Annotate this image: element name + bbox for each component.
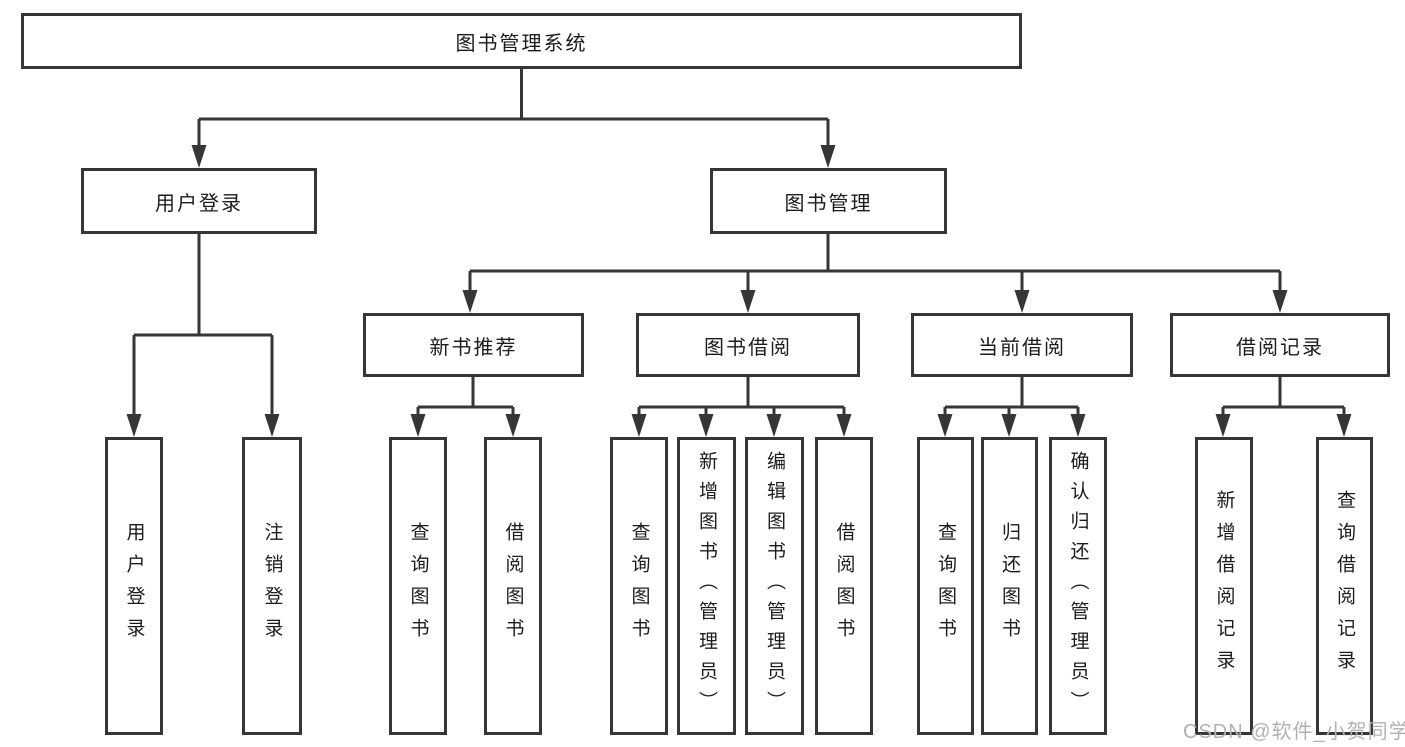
node-bb-borrow-books-label: 借阅图书 (833, 522, 855, 650)
node-cb-return-books: 归还图书 (981, 437, 1038, 735)
node-cb-query-books-label: 查询图书 (935, 522, 956, 650)
node-br-query-record-label: 查询借阅记录 (1334, 490, 1355, 682)
node-new-book-recommend-label: 新书推荐 (429, 336, 518, 359)
node-bb-borrow-books: 借阅图书 (815, 437, 873, 735)
node-bb-add-books-label: 新增图书（管理员） (696, 451, 717, 721)
node-borrow-records: 借阅记录 (1170, 313, 1390, 377)
node-nb-query-books-label: 查询图书 (407, 522, 429, 650)
node-root: 图书管理系统 (21, 13, 1022, 69)
node-new-book-recommend: 新书推荐 (363, 313, 584, 377)
node-bb-add-books: 新增图书（管理员） (677, 437, 736, 735)
node-br-add-record-label: 新增借阅记录 (1213, 490, 1235, 682)
node-bb-query-books-label: 查询图书 (628, 522, 650, 650)
node-cb-confirm-return: 确认归还（管理员） (1049, 437, 1107, 735)
node-current-borrow-label: 当前借阅 (978, 336, 1066, 359)
node-cb-query-books: 查询图书 (917, 437, 974, 735)
node-nb-borrow-books: 借阅图书 (484, 437, 542, 735)
node-br-add-record: 新增借阅记录 (1195, 437, 1253, 735)
node-book-borrow-label: 图书借阅 (704, 336, 792, 359)
node-user-login-label: 用户登录 (155, 192, 243, 215)
node-current-borrow: 当前借阅 (911, 313, 1133, 377)
node-cb-confirm-return-label: 确认归还（管理员） (1067, 451, 1089, 721)
node-bb-edit-books: 编辑图书（管理员） (745, 437, 804, 735)
node-nb-borrow-books-label: 借阅图书 (502, 522, 524, 650)
node-bb-edit-books-label: 编辑图书（管理员） (764, 451, 785, 721)
node-logout-leaf: 注销登录 (242, 437, 302, 735)
node-user-login-leaf: 用户登录 (105, 437, 163, 735)
node-br-query-record: 查询借阅记录 (1316, 437, 1373, 735)
node-cb-return-books-label: 归还图书 (999, 522, 1020, 650)
node-book-borrow: 图书借阅 (636, 313, 860, 377)
node-root-label: 图书管理系统 (455, 32, 588, 55)
node-logout-leaf-label: 注销登录 (261, 522, 283, 650)
node-book-management: 图书管理 (710, 168, 947, 234)
node-user-login: 用户登录 (81, 168, 317, 234)
node-user-login-leaf-label: 用户登录 (123, 522, 145, 650)
node-book-management-label: 图书管理 (784, 192, 873, 215)
node-bb-query-books: 查询图书 (610, 437, 668, 735)
csdn-watermark: CSDN @软件_小贺同学 (1183, 721, 1405, 743)
node-nb-query-books: 查询图书 (389, 437, 447, 735)
node-borrow-records-label: 借阅记录 (1236, 336, 1324, 359)
